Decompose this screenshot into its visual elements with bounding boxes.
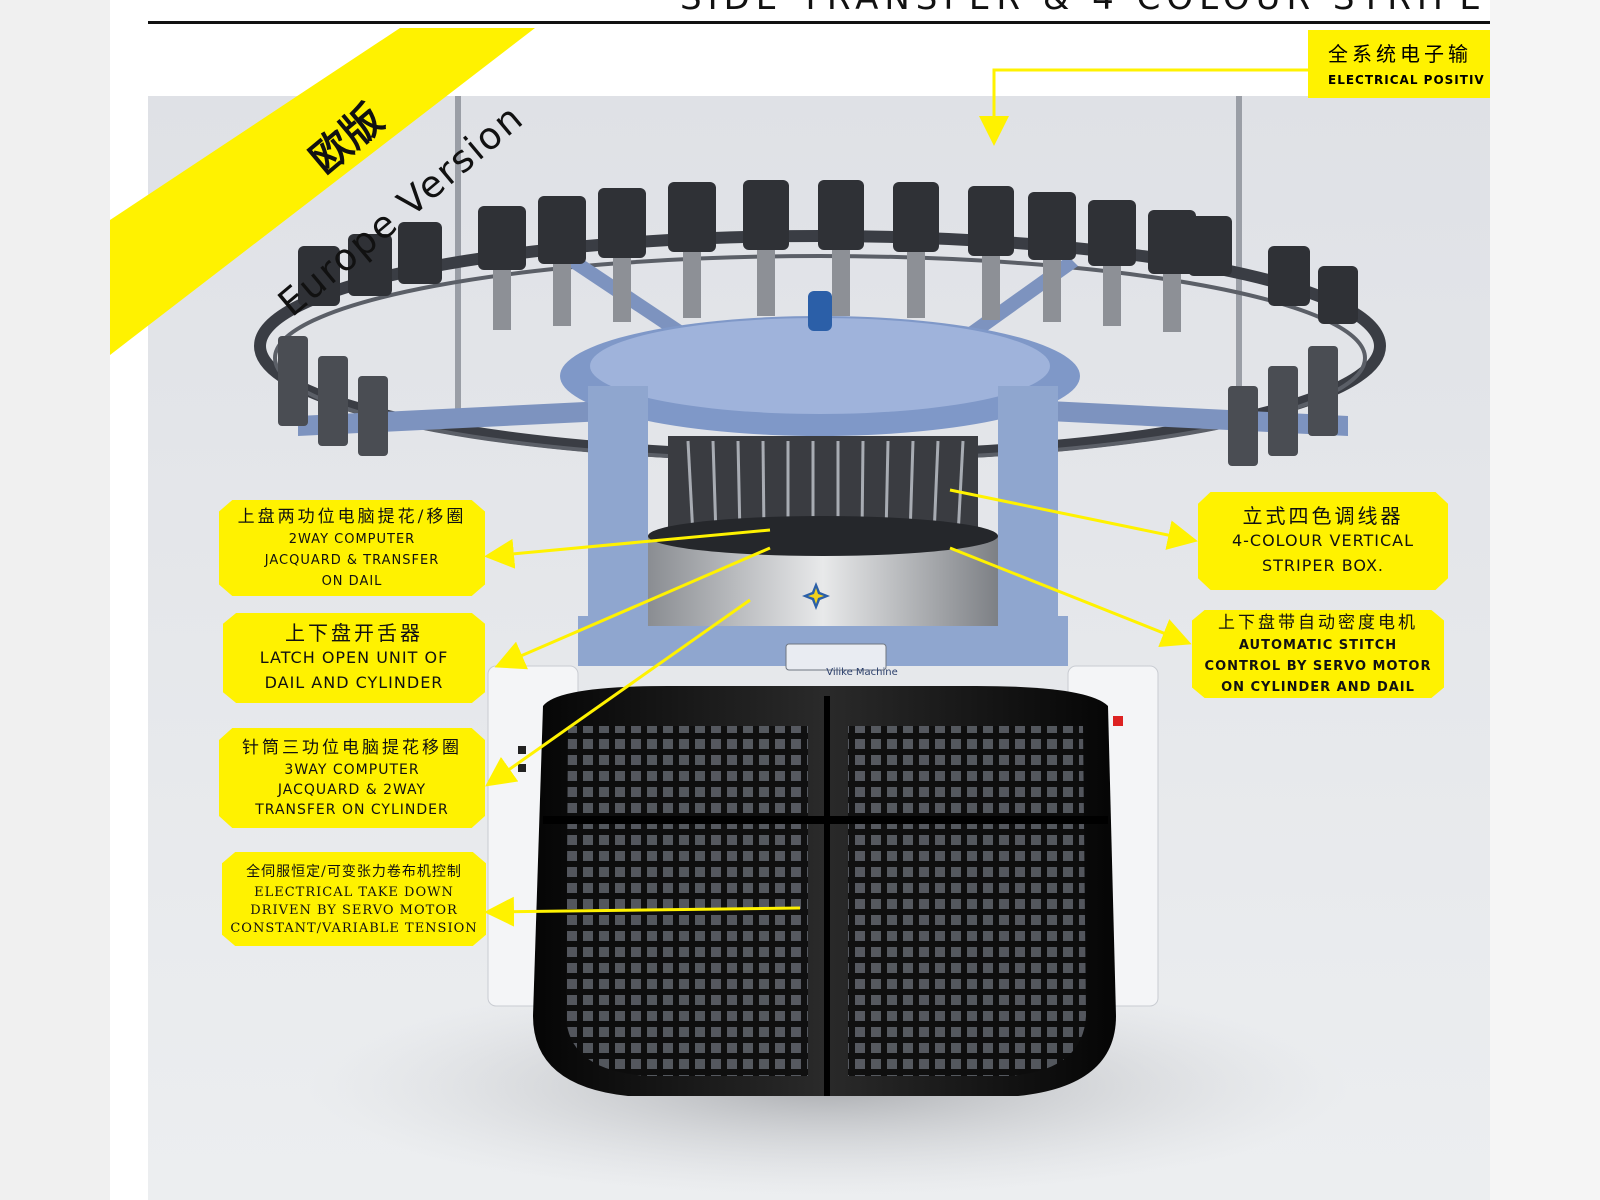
callout-en-line: TRANSFER ON CYLINDER — [255, 802, 449, 818]
page-margin — [1490, 0, 1600, 1200]
callout-dial-jacquard: 上盘两功位电脑提花/移圈 2WAY COMPUTER JACQUARD & TR… — [219, 500, 485, 596]
callout-en-line: AUTOMATIC STITCH — [1238, 637, 1398, 653]
callout-en-line: DAIL AND CYLINDER — [264, 673, 444, 692]
callout-en-line: 3WAY COMPUTER — [284, 762, 420, 778]
callout-en-line: ON DAIL — [321, 573, 383, 589]
callout-en-line: STRIPER BOX. — [1261, 556, 1385, 575]
callout-en-line: ON CYLINDER AND DAIL — [1221, 679, 1415, 695]
callout-cn: 针筒三功位电脑提花移圈 — [242, 738, 462, 758]
callout-electrical-positive: 全系统电子输 ELECTRICAL POSITIV — [1308, 30, 1490, 98]
callout-cn: 上下盘带自动密度电机 — [1218, 612, 1418, 633]
callout-stitch-control: 上下盘带自动密度电机 AUTOMATIC STITCH CONTROL BY S… — [1192, 610, 1444, 698]
brochure-page: SIDE TRANSFER & 4 COLOUR STRIPER MACHINE… — [110, 0, 1490, 1200]
callout-striper-box: 立式四色调线器 4-COLOUR VERTICAL STRIPER BOX. — [1198, 492, 1448, 590]
callout-en-line: JACQUARD & TRANSFER — [264, 552, 440, 568]
callout-cn: 上下盘开舌器 — [285, 621, 423, 645]
brand-logo-text: Vilike Machine — [826, 667, 898, 678]
callout-cn: 上盘两功位电脑提花/移圈 — [237, 506, 467, 527]
callout-cn: 立式四色调线器 — [1242, 504, 1404, 528]
callout-cn: 全系统电子输 — [1328, 42, 1472, 66]
callout-en-line: CONTROL BY SERVO MOTOR — [1204, 658, 1432, 674]
callout-cn: 全伺服恒定/可变张力卷布机控制 — [246, 864, 462, 880]
callout-en: ELECTRICAL POSITIV — [1328, 73, 1485, 87]
page-title: SIDE TRANSFER & 4 COLOUR STRIPER MACHINE… — [680, 0, 1480, 18]
callout-en-line: LATCH OPEN UNIT OF — [259, 648, 449, 667]
callout-cylinder-jacquard: 针筒三功位电脑提花移圈 3WAY COMPUTER JACQUARD & 2WA… — [219, 728, 485, 828]
callout-en-line: DRIVEN BY SERVO MOTOR — [250, 903, 458, 918]
callout-en-line: CONSTANT/VARIABLE TENSION — [230, 921, 478, 936]
callout-latch-open: 上下盘开舌器 LATCH OPEN UNIT OF DAIL AND CYLIN… — [223, 613, 485, 703]
callout-en-line: 4-COLOUR VERTICAL — [1231, 531, 1415, 550]
callout-en-line: JACQUARD & 2WAY — [277, 782, 427, 798]
header-divider — [148, 21, 1490, 24]
callout-en-line: ELECTRICAL TAKE DOWN — [254, 885, 454, 900]
callout-en-line: 2WAY COMPUTER — [288, 531, 416, 547]
callout-take-down: 全伺服恒定/可变张力卷布机控制 ELECTRICAL TAKE DOWN DRI… — [222, 852, 486, 946]
